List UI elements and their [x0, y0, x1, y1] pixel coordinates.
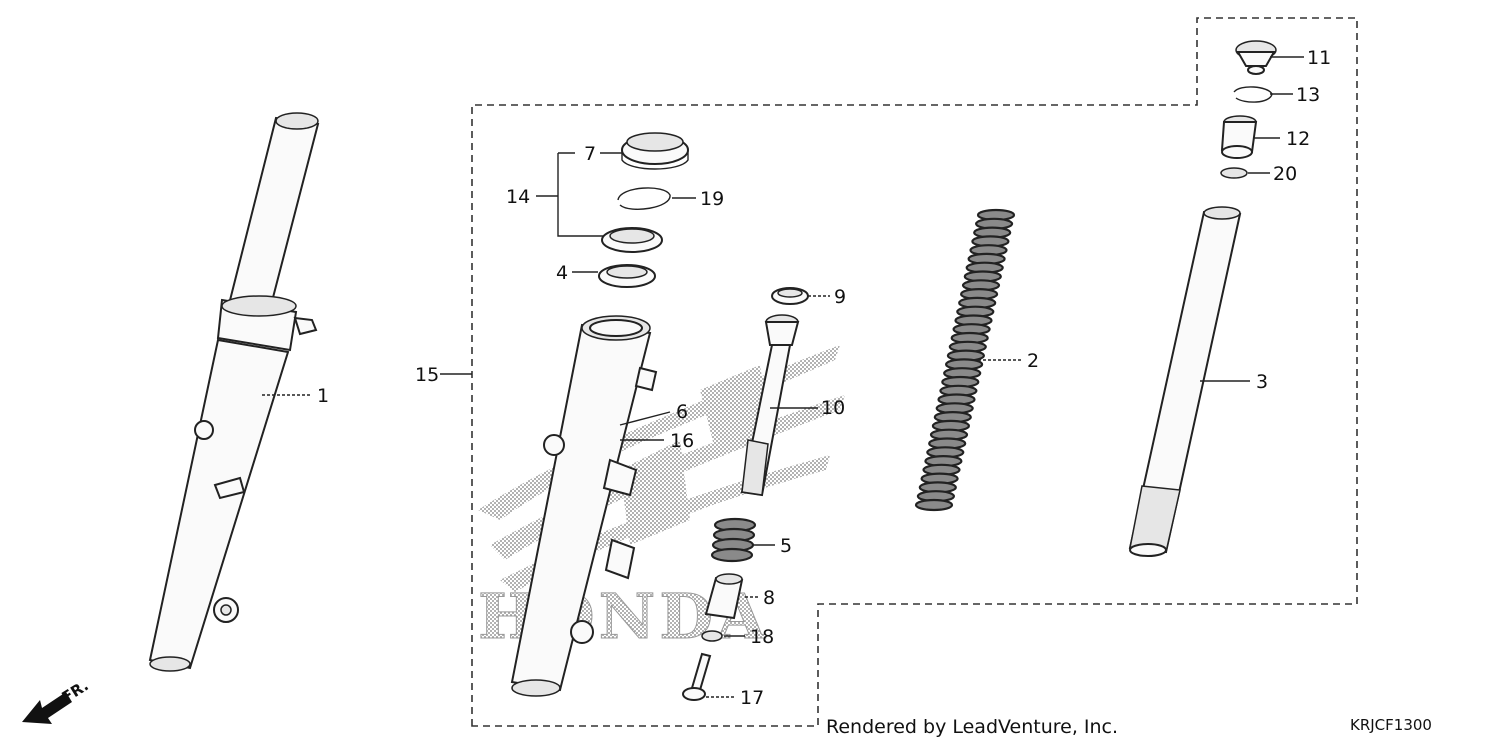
callout-2: 2	[1027, 350, 1039, 372]
washer-18	[701, 630, 723, 642]
callout-5: 5	[780, 535, 792, 557]
callout-14: 14	[506, 186, 530, 208]
bolt-17	[682, 652, 712, 701]
spring-coil	[914, 498, 954, 512]
callout-9: 9	[834, 286, 846, 308]
assembly-outline	[471, 17, 1358, 727]
callout-13: 13	[1296, 84, 1320, 106]
fork-assembly-left	[148, 112, 320, 672]
callout-7: 7	[584, 143, 596, 165]
piston-ring-9	[771, 287, 809, 305]
rebound-spring-5	[710, 517, 757, 563]
fork-cap-11	[1235, 40, 1277, 75]
callout-19: 19	[700, 188, 724, 210]
callout-20: 20	[1273, 163, 1297, 185]
callout-12: 12	[1286, 128, 1310, 150]
callout-16: 16	[670, 430, 694, 452]
callout-11: 11	[1307, 47, 1331, 69]
callout-labels: 1 2 3 4 5 6 7 8 9 10 11 12 13 14 15 16 1…	[317, 47, 1331, 709]
callout-15: 15	[415, 364, 439, 386]
spacer-12	[1220, 115, 1258, 159]
washer-20	[1220, 167, 1248, 179]
fork-outer-tube	[510, 315, 658, 697]
oil-seal-7	[621, 132, 689, 170]
clip-19	[617, 187, 671, 210]
backup-ring-14	[601, 227, 663, 253]
fork-spring-2	[914, 208, 1016, 512]
diagram-code: KRJCF1300	[1350, 716, 1432, 734]
callout-18: 18	[750, 626, 774, 648]
callout-6: 6	[676, 401, 688, 423]
leader-lines	[262, 56, 1304, 698]
callout-4: 4	[556, 262, 568, 284]
callout-8: 8	[763, 587, 775, 609]
fork-piston-10	[740, 314, 800, 497]
callout-10: 10	[821, 397, 845, 419]
dust-seal-4	[598, 264, 656, 288]
front-direction-arrow-icon: FR.	[22, 676, 92, 724]
clip-13	[1233, 86, 1273, 103]
oil-lock-piece-8	[704, 573, 744, 620]
callout-17: 17	[740, 687, 764, 709]
fork-inner-tube-3	[1128, 206, 1242, 557]
callout-1: 1	[317, 385, 329, 407]
callout-3: 3	[1256, 371, 1268, 393]
footer-credit: Rendered by LeadVenture, Inc.	[826, 716, 1118, 738]
